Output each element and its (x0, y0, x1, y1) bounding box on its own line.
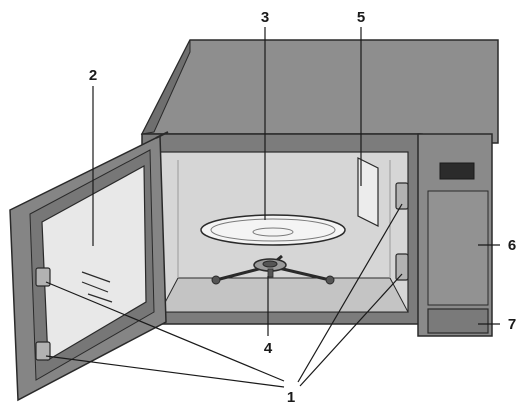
turntable-tray (200, 214, 346, 246)
display-window (439, 162, 475, 180)
callout-leaders (45, 27, 500, 388)
oven-cavity (159, 151, 409, 313)
door-hook-bottom (35, 341, 51, 361)
control-keypad-area (427, 190, 489, 306)
callout-7: 7 (508, 316, 516, 333)
leader-1b (45, 355, 285, 388)
roller-ring (211, 254, 335, 285)
callout-3: 3 (261, 9, 269, 26)
callout-labels: 2 3 5 4 6 7 1 (89, 9, 516, 406)
door-release-button (427, 308, 489, 334)
cavity-floor (159, 277, 409, 313)
callout-1: 1 (287, 389, 295, 406)
cabinet-top (140, 39, 499, 144)
control-panel (417, 133, 493, 337)
door-hook-top (35, 267, 51, 287)
waveguide-cover (357, 157, 379, 227)
leader-1a (45, 281, 285, 382)
door-hook-slot-bottom (395, 253, 409, 281)
callout-4: 4 (264, 340, 273, 357)
open-door (9, 131, 169, 402)
callout-2: 2 (89, 67, 97, 84)
callout-5: 5 (357, 9, 365, 26)
cabinet-side (141, 39, 191, 135)
door-hook-slot-top (395, 182, 409, 210)
door-window (41, 164, 147, 362)
leader-1c (297, 203, 403, 383)
callout-6: 6 (508, 237, 516, 254)
leader-1d (299, 273, 403, 387)
